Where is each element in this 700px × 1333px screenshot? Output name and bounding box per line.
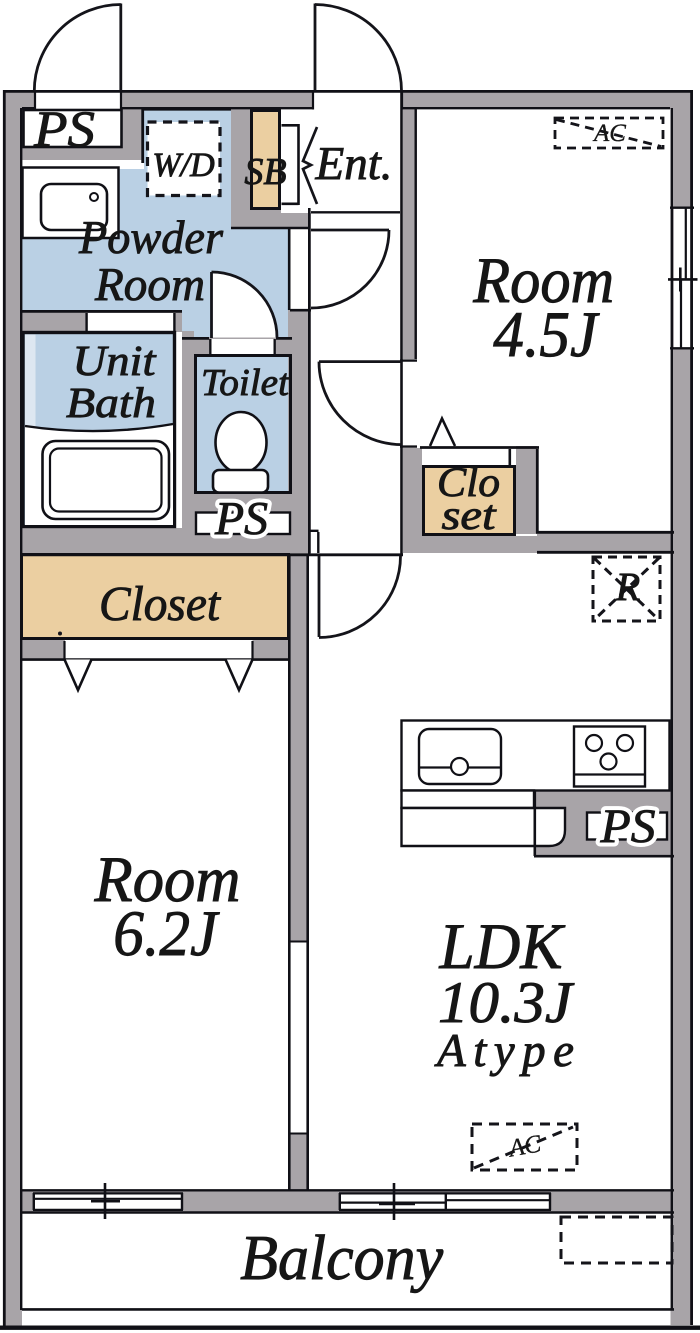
svg-text:Bath: Bath bbox=[66, 380, 156, 427]
svg-text:PS: PS bbox=[214, 493, 268, 545]
svg-text:W/D: W/D bbox=[152, 147, 215, 184]
svg-text:Ent.: Ent. bbox=[315, 138, 393, 190]
svg-text:Room: Room bbox=[94, 844, 241, 916]
svg-text:AC: AC bbox=[505, 1130, 543, 1163]
svg-text:Atype: Atype bbox=[434, 1025, 574, 1077]
svg-text:Room: Room bbox=[472, 245, 614, 317]
svg-text:6.2J: 6.2J bbox=[113, 898, 220, 970]
svg-text:4.5J: 4.5J bbox=[493, 299, 600, 371]
svg-text:Powder: Powder bbox=[78, 212, 224, 264]
svg-text:SB: SB bbox=[244, 151, 286, 193]
svg-text:PS: PS bbox=[33, 102, 95, 158]
svg-text:LDK: LDK bbox=[439, 911, 567, 983]
svg-text:Balcony: Balcony bbox=[240, 1222, 444, 1293]
svg-text:PS: PS bbox=[599, 800, 655, 853]
svg-text:Toilet: Toilet bbox=[201, 362, 290, 404]
svg-text:Unit: Unit bbox=[73, 338, 157, 385]
svg-text:PS: PS bbox=[599, 800, 655, 853]
svg-text:AC: AC bbox=[592, 120, 626, 147]
svg-text:set: set bbox=[442, 493, 498, 539]
svg-text:Room: Room bbox=[94, 259, 205, 311]
svg-text:Clo: Clo bbox=[437, 460, 500, 506]
svg-text:10.3J: 10.3J bbox=[438, 969, 575, 1035]
svg-text:R: R bbox=[615, 564, 640, 609]
svg-text:Closet: Closet bbox=[99, 576, 221, 631]
svg-text:PS: PS bbox=[214, 493, 268, 545]
